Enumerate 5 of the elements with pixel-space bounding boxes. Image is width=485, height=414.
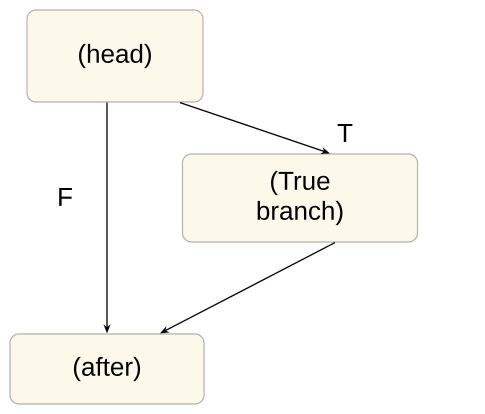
- process-box: (after): [9, 333, 205, 405]
- edge-label: T: [336, 123, 354, 143]
- process-box: (head): [26, 9, 204, 103]
- edge-label: F: [56, 187, 74, 207]
- process-box: (True branch): [182, 153, 418, 243]
